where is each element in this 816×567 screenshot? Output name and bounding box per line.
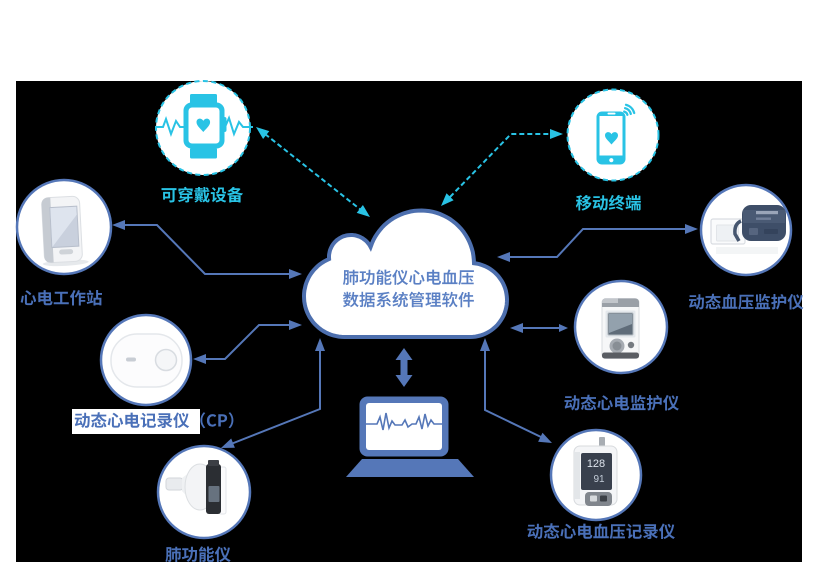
svg-text:91: 91 (593, 474, 605, 485)
svg-text:128: 128 (587, 458, 605, 470)
